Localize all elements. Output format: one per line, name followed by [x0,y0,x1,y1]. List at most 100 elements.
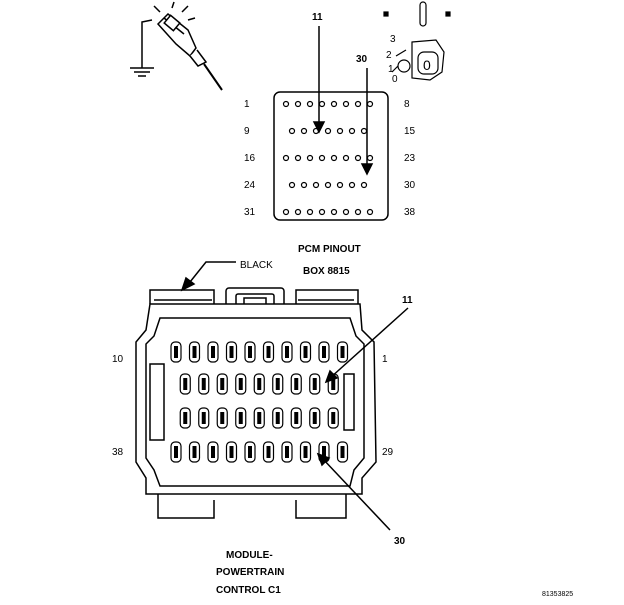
box-pin-hole [354,208,362,216]
connector-terminal [253,407,265,429]
connector-terminal [198,373,210,395]
connector-terminal [336,341,349,363]
box-pin-hole [366,154,374,162]
connector-terminal [281,441,293,463]
box-row-end-4: 30 [404,180,416,191]
connector-terminal [188,441,201,463]
box-pin-hole [282,100,290,108]
box-pin-hole [318,154,326,162]
box-row-start-3: 16 [244,153,256,164]
box-pin-hole [354,100,362,108]
connector-callout-30: 30 [394,536,406,547]
connector-color-arrow [180,261,236,292]
breakout-box-pins [282,100,374,216]
key-pos-0: 0 [392,74,398,85]
connector-terminal [216,407,228,429]
box-pin-hole [312,181,320,189]
box-pin-hole [294,154,302,162]
connector-label-10: 10 [112,354,124,365]
connector-terminal [179,373,191,395]
connector-terminal [179,407,191,429]
box-callout-30: 30 [356,54,368,65]
box-pin-hole [300,127,308,135]
connector-terminal [309,407,321,429]
connector-terminal [235,373,247,395]
connector-terminal [318,341,330,363]
box-row-start-5: 31 [244,207,256,218]
box-row-start-4: 24 [244,180,256,191]
box-row-end-1: 8 [404,99,410,110]
box-pin-hole [324,127,332,135]
connector-terminal [207,341,219,363]
connector-terminal [336,441,349,463]
box-row-end-2: 15 [404,126,416,137]
box-pin-hole [306,154,314,162]
box-pin-hole [336,127,344,135]
key-pos-3: 3 [390,34,396,45]
box-row-end-3: 23 [404,153,416,164]
box-pin-hole [288,127,296,135]
connector-color-label: BLACK [240,260,273,271]
connector-terminal [272,407,284,429]
connector-terminal [216,373,228,395]
box-pin-hole [360,181,368,189]
box-pin-hole [300,181,308,189]
connector-terminal [281,341,293,363]
box-title-line2: BOX 8815 [303,266,350,277]
connector-terminal [309,373,321,395]
connector-terminal [188,341,201,363]
connector-housing [135,287,377,519]
connector-callout-30-arrow [316,452,391,531]
box-pin-hole [288,181,296,189]
connector-terminal [272,373,284,395]
box-pin-hole [336,181,344,189]
connector-terminal [299,441,312,463]
connector-label-1: 1 [382,354,388,365]
key-pos-2: 2 [386,50,392,61]
connector-terminal [262,341,275,363]
connector-terminal [327,407,339,429]
connector-terminal [207,441,219,463]
box-row-end-5: 38 [404,207,416,218]
connector-callout-11-arrow [324,307,409,384]
box-pin-hole [366,208,374,216]
box-pin-hole [282,208,290,216]
connector-terminal [253,373,265,395]
key-pos-1: 1 [388,64,394,75]
ground-icon [130,67,154,77]
connector-pins [170,341,349,463]
connector-label-38: 38 [112,447,124,458]
key-dial-label: 0 [423,57,431,73]
box-pin-hole [294,100,302,108]
box-pin-hole [330,208,338,216]
connector-terminal [244,341,256,363]
connector-terminal [244,441,256,463]
box-pin-hole [306,100,314,108]
connector-label-29: 29 [382,447,394,458]
box-pin-hole [342,154,350,162]
box-pin-hole [354,154,362,162]
box-callout-11: 11 [312,12,323,23]
connector-terminal [225,341,238,363]
box-pin-hole [282,154,290,162]
connector-caption-line2: POWERTRAIN [216,567,284,578]
connector-callout-11: 11 [402,295,413,306]
multimeter-probe-icon [141,1,223,91]
box-row-start-2: 9 [244,126,250,137]
box-pin-hole [342,208,350,216]
box-row-start-1: 1 [244,99,250,110]
box-pin-hole [294,208,302,216]
box-title-line1: PCM PINOUT [298,244,361,255]
box-callout-11-arrow [312,26,326,134]
box-callout-30-arrow [360,68,374,176]
box-pin-hole [366,100,374,108]
box-pin-hole [318,208,326,216]
connector-terminal [290,407,302,429]
connector-terminal [290,373,302,395]
connector-terminal [170,341,182,363]
box-pin-hole [318,100,326,108]
connector-caption-line1: MODULE- [226,550,273,561]
ignition-key-icon [383,1,451,81]
